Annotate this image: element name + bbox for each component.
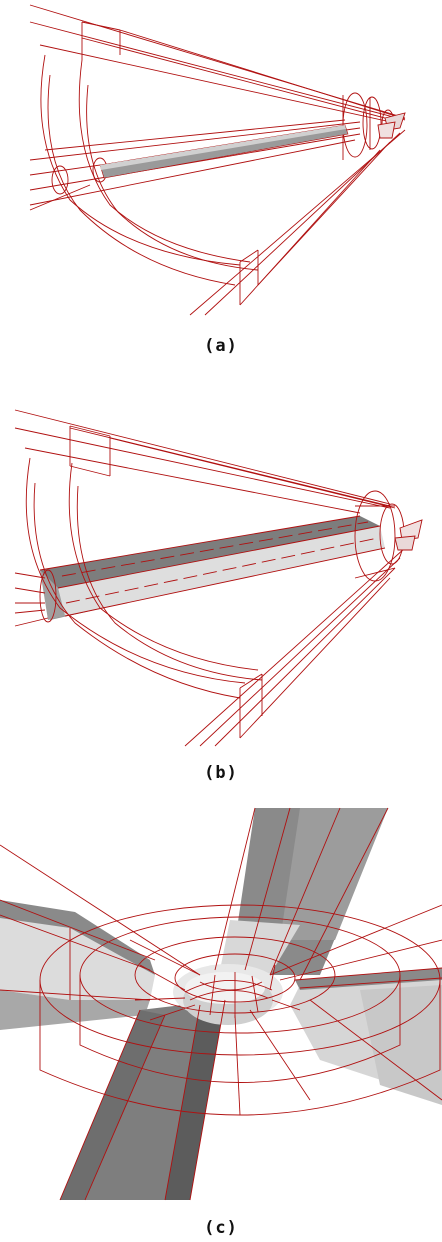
panel-a-wireframe [29, 4, 406, 316]
panel-c [0, 800, 442, 1202]
panel-a [0, 0, 442, 330]
panel-b [0, 398, 442, 758]
panel-b-wireframe [14, 409, 423, 747]
panel-c-hub-detail [0, 807, 442, 1201]
caption-c: (c) [204, 1218, 238, 1238]
caption-b: (b) [204, 763, 238, 783]
caption-a: (a) [204, 336, 238, 356]
